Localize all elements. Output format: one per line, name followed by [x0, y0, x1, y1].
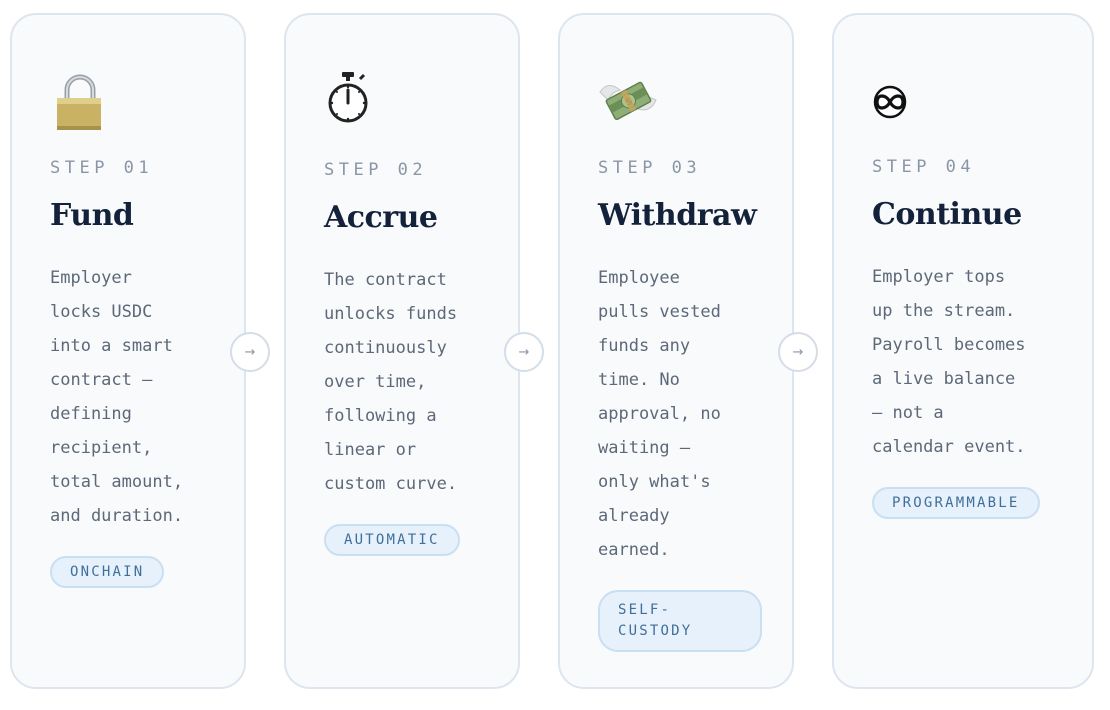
- step-title: Accrue: [324, 200, 438, 235]
- step-description: Employer locks USDC into a smart contrac…: [50, 268, 184, 526]
- step-title: Continue: [872, 197, 1022, 232]
- next-step-arrow-icon: →: [778, 332, 818, 372]
- step-card-fund: STEP 01 Fund Employer locks USDC into a …: [10, 13, 246, 689]
- step-label: STEP 02: [324, 160, 428, 180]
- status-badge: ONCHAIN: [50, 556, 165, 588]
- step-title: Withdraw: [598, 198, 757, 233]
- status-badge: SELF- CUSTODY: [598, 590, 762, 652]
- step-description: Employee pulls vested funds any time. No…: [598, 268, 721, 560]
- step-card-accrue: STEP 02 Accrue The contract unlocks fund…: [284, 13, 520, 689]
- step-description: The contract unlocks funds continuously …: [324, 270, 458, 494]
- step-card-withdraw: $ STEP 03 Withdraw Employee pulls vested…: [558, 13, 794, 689]
- next-step-arrow-icon: →: [230, 332, 270, 372]
- step-label: STEP 03: [598, 158, 702, 178]
- infinity-icon: [872, 70, 932, 130]
- step-card-continue: STEP 04 Continue Employer tops up the st…: [832, 13, 1094, 689]
- status-badge: PROGRAMMABLE: [872, 487, 1040, 519]
- step-label: STEP 04: [872, 157, 976, 177]
- status-badge: AUTOMATIC: [324, 524, 460, 556]
- padlock-icon: [50, 70, 110, 130]
- step-label: STEP 01: [50, 158, 154, 178]
- next-step-arrow-icon: →: [504, 332, 544, 372]
- money-with-wings-icon: $: [598, 70, 658, 130]
- stopwatch-icon: [324, 70, 384, 130]
- step-title: Fund: [50, 198, 134, 233]
- step-description: Employer tops up the stream. Payroll bec…: [872, 267, 1026, 457]
